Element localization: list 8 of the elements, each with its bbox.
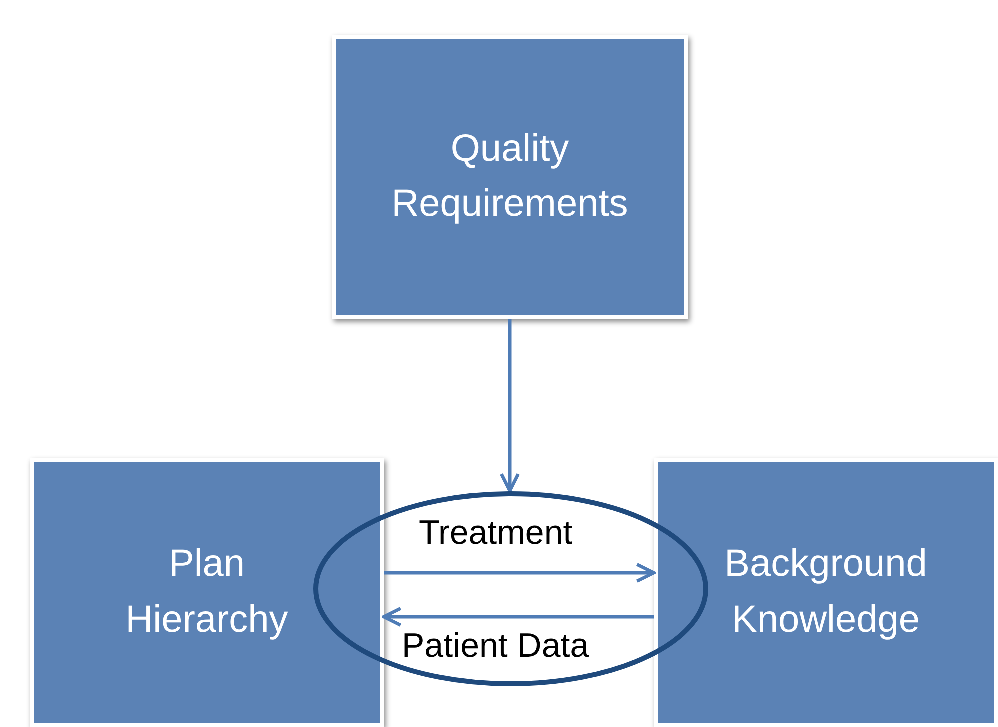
box-label: Background Knowledge xyxy=(724,542,928,642)
box-label: Plan Hierarchy xyxy=(124,542,290,642)
box-label: Quality Requirements xyxy=(390,126,630,227)
arrow xyxy=(500,319,520,493)
edge-label: Treatment xyxy=(418,515,574,552)
arrow xyxy=(384,562,656,584)
edge-label: Patient Data xyxy=(401,628,590,666)
arrow xyxy=(382,606,654,628)
